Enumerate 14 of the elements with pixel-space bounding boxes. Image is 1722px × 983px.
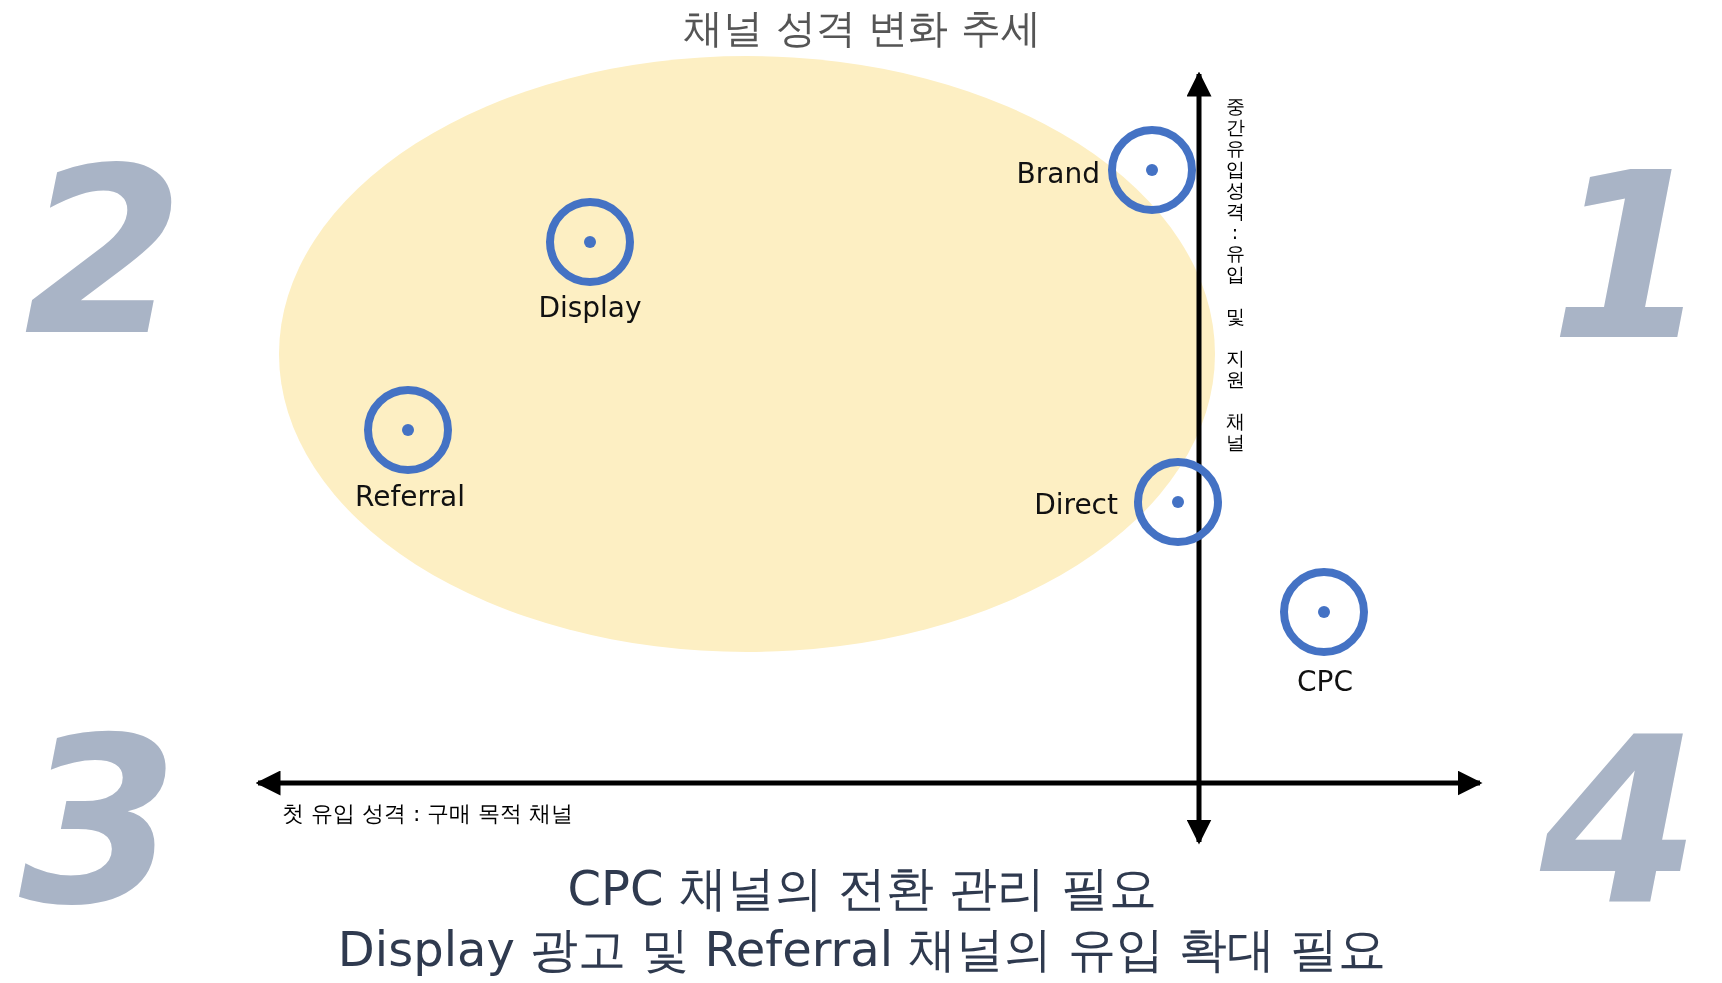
point-label: Brand (1016, 156, 1100, 190)
conclusion-text: Display 광고 및 Referral 채널의 유입 확대 필요 (337, 920, 1387, 979)
axis-label: 첫 유입 성격 : 구매 목적 채널 (282, 800, 574, 828)
point-label: CPC (1297, 664, 1353, 698)
quadrant-number: 4 (1540, 708, 1700, 938)
axis-label: 중간유입성격 : 유입 및 지원 채널 (1224, 96, 1246, 453)
conclusion-text: CPC 채널의 전환 관리 필요 (567, 859, 1157, 918)
quadrant-number: 3 (19, 708, 179, 938)
title: 채널 성격 변화 추세 (682, 3, 1042, 53)
quadrant-number: 2 (24, 138, 184, 368)
quadrant-number: 1 (1550, 143, 1710, 373)
point-label: Direct (1034, 487, 1118, 521)
point-label: Referral (355, 479, 465, 513)
point-label: Display (538, 290, 642, 324)
